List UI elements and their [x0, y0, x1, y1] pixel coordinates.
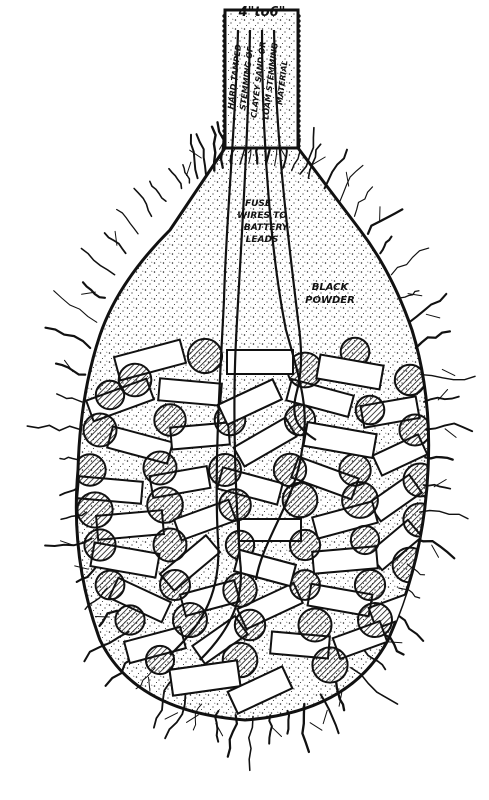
crack-line [150, 181, 166, 201]
powder-roll [400, 415, 431, 446]
powder-roll [84, 529, 115, 560]
crack-branch [165, 713, 178, 719]
crack-line [228, 715, 237, 757]
crack-line [355, 187, 373, 216]
crack-line [421, 375, 475, 380]
crack-branch [190, 150, 202, 158]
powder-roll [299, 609, 332, 642]
powder-roll [351, 526, 379, 554]
powder-roll [154, 404, 185, 435]
powder-roll [395, 365, 425, 395]
dynamite-stick [227, 350, 293, 374]
fuse-label-line-3: BATTERY [244, 223, 290, 233]
powder-roll [144, 452, 177, 485]
powder-roll [219, 489, 251, 521]
crack-line [249, 717, 253, 771]
powder-roll [339, 454, 370, 485]
crack-line [302, 704, 309, 752]
crack-line [416, 331, 450, 348]
powder-roll [358, 603, 392, 637]
crack-line [117, 210, 138, 234]
powder-roll [160, 570, 190, 600]
powder-roll [393, 548, 428, 583]
crack-branch [187, 715, 199, 723]
powder-roll [290, 570, 320, 600]
powder-roll [404, 464, 437, 497]
crack-branch [272, 727, 282, 737]
crack-branch [434, 480, 446, 487]
powder-label-line-2: POWDER [305, 295, 355, 306]
powder-roll [235, 610, 265, 640]
crack-line [409, 294, 446, 322]
crack-line [426, 424, 473, 432]
crack-line [54, 291, 97, 323]
powder-roll [96, 571, 125, 600]
powder-roll [154, 529, 187, 562]
powder-roll [188, 339, 222, 373]
crack-branch [442, 369, 455, 375]
bore-size-label: 4"to6" [238, 5, 286, 20]
crack-branch [432, 545, 439, 557]
powder-roll [84, 414, 117, 447]
powder-roll [342, 482, 378, 518]
powder-roll [355, 570, 385, 600]
crack-branch [187, 162, 191, 175]
powder-roll [290, 530, 320, 560]
crack-line [191, 135, 198, 179]
crack-line [46, 328, 91, 348]
crack-branch [310, 723, 322, 731]
crack-line [27, 425, 80, 430]
crack-line [83, 282, 105, 298]
crack-line [269, 715, 272, 744]
crack-line [105, 233, 126, 253]
dynamite-stick [158, 378, 222, 405]
fuse-label-line-1: FUSE [245, 199, 272, 209]
crack-line [368, 209, 402, 233]
crack-branch [426, 314, 440, 318]
crack-line [380, 237, 391, 254]
powder-roll [356, 396, 385, 425]
crack-line [391, 248, 428, 275]
crack-line [134, 189, 151, 217]
powder-roll [77, 492, 112, 527]
crack-branch [388, 642, 402, 643]
crack-line [424, 397, 459, 402]
crack-line [57, 394, 82, 402]
fuse-label-line-2: WIRES TO [237, 211, 287, 221]
crack-line [169, 169, 182, 189]
crack-line [197, 134, 206, 174]
crack-line [420, 511, 468, 519]
crack-line [81, 249, 114, 275]
crack-branch [115, 231, 117, 245]
powder-roll [403, 503, 436, 536]
crack-line [183, 165, 190, 183]
crack-branch [323, 710, 327, 723]
crack-line [340, 165, 363, 201]
powder-roll [312, 647, 347, 682]
powder-roll [119, 364, 152, 397]
crack-line [325, 150, 348, 189]
fuse-label-line-4: LEADS [246, 235, 279, 245]
powder-roll [115, 605, 144, 634]
crack-branch [445, 429, 456, 438]
powder-roll [147, 487, 183, 523]
powder-label-line-1: BLACK [312, 282, 350, 293]
powder-roll [74, 454, 105, 485]
